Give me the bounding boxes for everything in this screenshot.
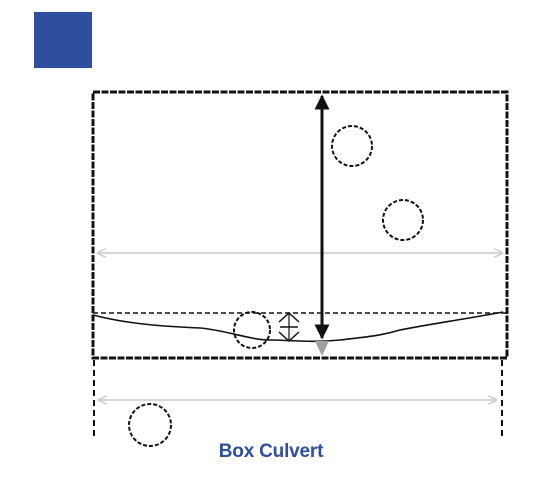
- bed-profile-line: [92, 311, 504, 343]
- dashed-circle-bed: [233, 311, 271, 349]
- blue-square-marker: [34, 12, 92, 68]
- caption: Box Culvert: [218, 441, 324, 462]
- gray-arrowhead: [315, 341, 329, 356]
- gap-marker-icon: [278, 311, 300, 343]
- culvert-box: [91, 90, 509, 360]
- dashed-circle-outside: [128, 403, 172, 447]
- dashed-circle-upper: [331, 125, 373, 167]
- dashed-circle-middle: [382, 199, 424, 241]
